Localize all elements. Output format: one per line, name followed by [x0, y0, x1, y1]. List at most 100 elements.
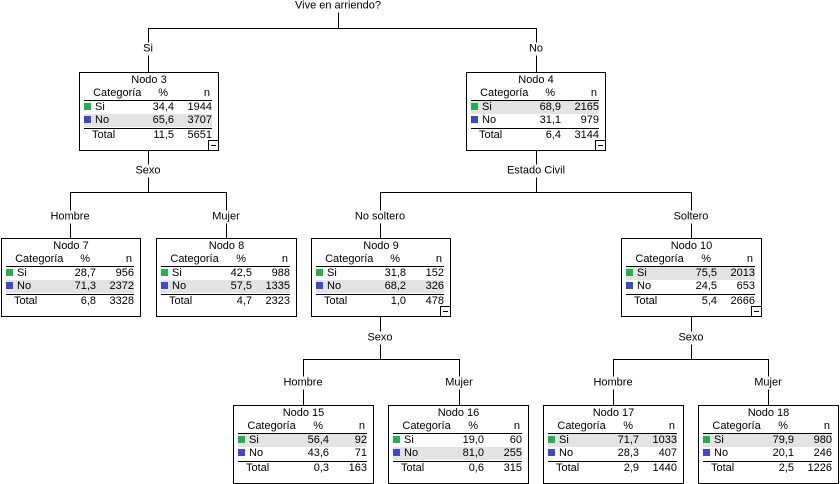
no-percent: 81,0	[462, 447, 484, 459]
node-table-header: Categoría%n	[548, 420, 677, 434]
branch-label-hombre: Hombre	[281, 376, 325, 390]
header-count: n	[435, 253, 442, 265]
header-percent: %	[623, 420, 633, 432]
no-count: 255	[503, 447, 522, 459]
si-count: 2165	[574, 101, 599, 113]
header-category: Categoría	[170, 253, 219, 265]
si-color-square-icon	[471, 103, 478, 110]
total-count: 3328	[109, 295, 134, 307]
category-si: Si	[482, 101, 492, 113]
no-percent: 65,6	[152, 114, 174, 126]
si-count: 152	[425, 267, 444, 279]
total-count: 315	[503, 462, 522, 474]
node-table-header: Categoría%n	[316, 253, 444, 267]
split-label-sexo: Sexo	[133, 164, 163, 178]
no-color-square-icon	[238, 449, 245, 456]
no-color-square-icon	[703, 449, 710, 456]
si-color-square-icon	[703, 436, 710, 443]
no-percent: 28,3	[617, 447, 639, 459]
total-percent: 2,5	[778, 462, 794, 474]
branch-label-soltero: Soltero	[671, 210, 711, 224]
total-label: Total	[479, 129, 503, 141]
collapse-node-button[interactable]	[208, 140, 219, 151]
si-color-square-icon	[161, 269, 168, 276]
split-label-estado-civil: Estado Civil	[504, 164, 568, 178]
row-no: No 81,0 255	[393, 447, 522, 460]
header-percent: %	[778, 420, 788, 432]
si-percent: 79,9	[772, 434, 794, 446]
total-label: Total	[634, 295, 658, 307]
node-title: Nodo 9	[363, 240, 399, 252]
node-title: Nodo 7	[53, 240, 89, 252]
total-percent: 0,6	[468, 462, 484, 474]
no-count: 407	[658, 447, 677, 459]
no-percent: 68,2	[384, 280, 406, 292]
header-percent: %	[313, 420, 323, 432]
no-count: 653	[736, 280, 755, 292]
si-percent: 68,9	[539, 101, 561, 113]
category-no: No	[404, 447, 419, 459]
root-question-label: Vive en arriendo?	[292, 0, 384, 13]
header-percent: %	[701, 253, 711, 265]
node-title: Nodo 16	[437, 407, 480, 419]
node-table-header: Categoría%n	[84, 87, 212, 101]
category-no: No	[95, 114, 110, 126]
total-percent: 0,3	[313, 462, 329, 474]
header-category: Categoría	[480, 87, 529, 99]
branch-label-mujer: Mujer	[752, 376, 784, 390]
no-percent: 71,3	[74, 280, 96, 292]
si-count: 1033	[652, 434, 677, 446]
branch-label-no-soltero: No soltero	[352, 210, 408, 224]
header-percent: %	[545, 87, 555, 99]
category-no: No	[172, 280, 187, 292]
no-percent: 20,1	[772, 447, 794, 459]
total-label: Total	[401, 462, 425, 474]
si-count: 1944	[187, 101, 212, 113]
node-title: Nodo 10	[670, 240, 713, 252]
no-color-square-icon	[84, 116, 91, 123]
header-category: Categoría	[247, 420, 296, 432]
total-count: 478	[425, 295, 444, 307]
category-si: Si	[172, 267, 182, 279]
total-label: Total	[92, 129, 116, 141]
header-count: n	[281, 253, 288, 265]
category-si: Si	[327, 267, 337, 279]
total-count: 1226	[807, 462, 832, 474]
collapse-node-button[interactable]	[595, 140, 606, 151]
si-color-square-icon	[84, 103, 91, 110]
collapse-node-button[interactable]	[751, 306, 762, 317]
si-count: 980	[813, 434, 832, 446]
header-percent: %	[390, 253, 400, 265]
si-count: 60	[509, 434, 522, 446]
total-count: 3144	[574, 129, 599, 141]
si-percent: 34,4	[152, 101, 174, 113]
si-color-square-icon	[548, 436, 555, 443]
node-table-header: Categoría%n	[238, 420, 367, 434]
total-label: Total	[169, 295, 193, 307]
branch-label-hombre: Hombre	[591, 376, 635, 390]
node-title: Nodo 18	[747, 407, 790, 419]
header-category: Categoría	[557, 420, 606, 432]
node-table-header: Categoría%n	[703, 420, 832, 434]
collapse-node-button[interactable]	[440, 306, 451, 317]
category-si: Si	[404, 434, 414, 446]
